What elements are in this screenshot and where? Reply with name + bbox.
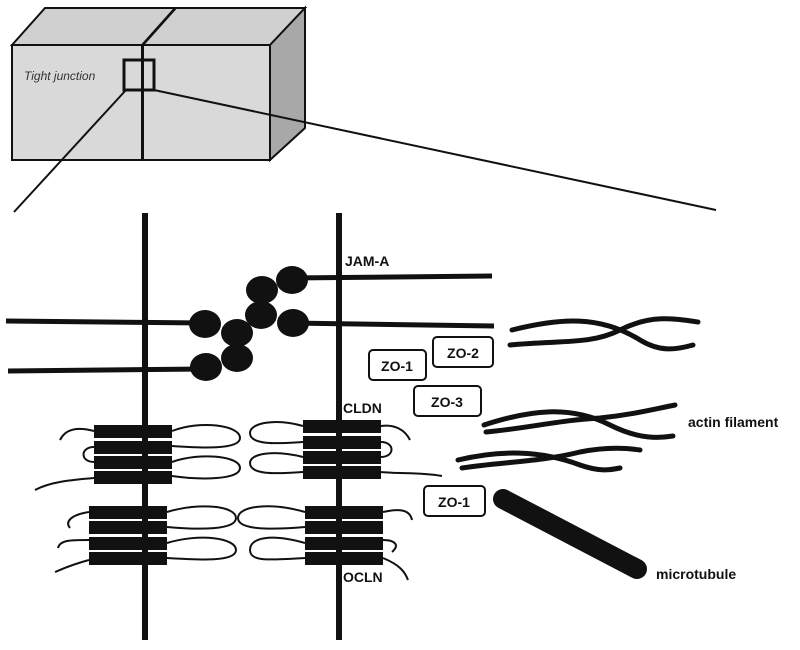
occludin-right — [236, 505, 413, 581]
microtubule-rod — [493, 489, 647, 579]
cldn-label: CLDN — [343, 400, 382, 416]
zoom-line-right — [153, 89, 717, 211]
zo-box-4: ZO-1 — [423, 485, 486, 517]
zoom-line-left — [13, 89, 127, 213]
cell-block-right — [140, 5, 308, 163]
zo-box-3: ZO-3 — [413, 385, 482, 417]
svg-text:ZO-3: ZO-3 — [431, 394, 463, 410]
actin-filament-1 — [507, 316, 701, 352]
microtubule-label: microtubule — [656, 566, 736, 582]
jam-a-complex — [5, 266, 495, 381]
actin-filament-label: actin filament — [688, 414, 779, 430]
actin-filament-3 — [455, 445, 643, 473]
zoom-box — [122, 58, 156, 92]
ocln-label: OCLN — [343, 569, 383, 585]
cell-block-left — [9, 7, 178, 161]
claudin-right — [248, 420, 443, 479]
claudin-left — [34, 423, 242, 491]
tight-junction-label: Tight junction — [24, 69, 96, 83]
occludin-left — [54, 505, 238, 573]
svg-text:ZO-2: ZO-2 — [447, 345, 479, 361]
svg-text:ZO-1: ZO-1 — [381, 358, 413, 374]
zo-box-1: ZO-1 — [368, 349, 427, 381]
svg-text:ZO-1: ZO-1 — [438, 494, 470, 510]
jam-a-label: JAM-A — [345, 253, 389, 269]
actin-filament-2 — [481, 402, 678, 440]
zo-box-2: ZO-2 — [432, 336, 494, 368]
